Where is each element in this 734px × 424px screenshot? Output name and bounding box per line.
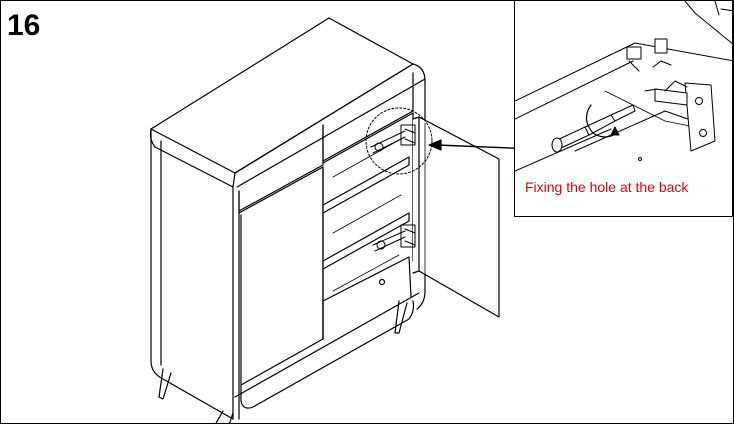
lower-hinge [372,224,416,252]
bolt [551,104,636,153]
hinge-detail-illustration [515,1,732,172]
rotation-arrow-icon [585,104,620,138]
hinge-plate [644,80,716,152]
step-number: 16 [7,9,41,42]
hinge-cup [626,38,672,72]
upper-hinge [370,124,416,154]
detail-inset: Fixing the hole at the back [514,1,733,217]
callout-caption: Fixing the hole at the back [525,179,689,195]
highlight-circle [365,107,433,175]
